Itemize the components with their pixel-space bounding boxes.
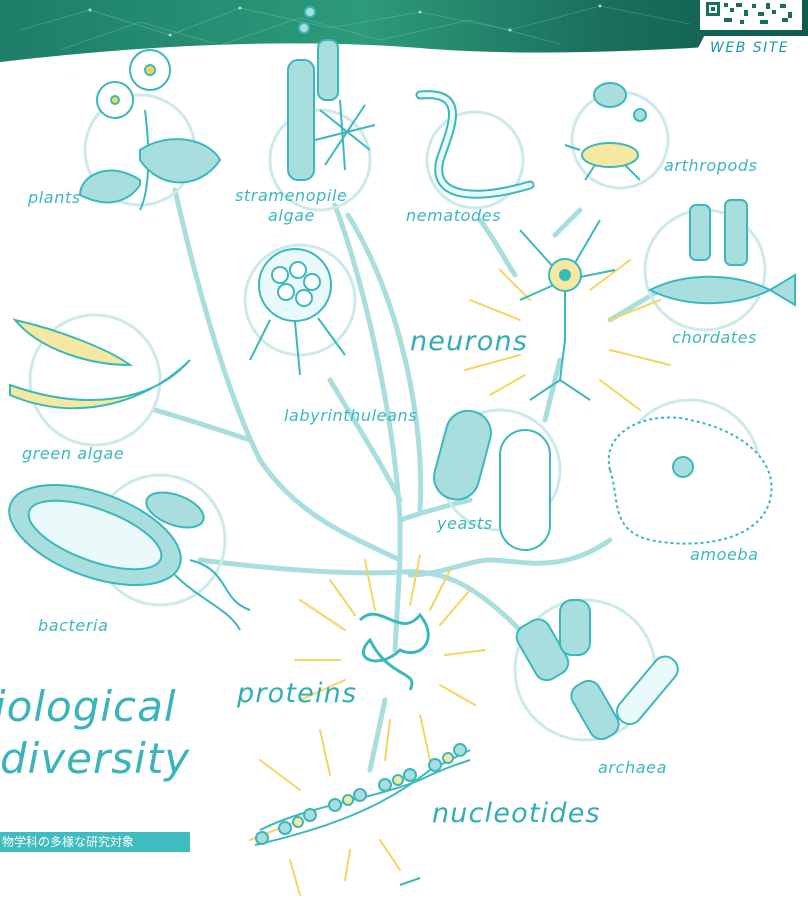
green-algae-illustration <box>10 320 190 408</box>
chordate-illustration <box>650 200 795 305</box>
label-proteins: proteins <box>237 678 357 709</box>
neuron-illustration <box>520 220 615 400</box>
label-nematodes: nematodes <box>406 206 501 225</box>
label-nucleotides: nucleotides <box>432 798 601 829</box>
nematode-illustration <box>420 95 530 195</box>
label-bacteria: bacteria <box>38 616 109 635</box>
tree-branch <box>155 410 250 440</box>
tree-branch <box>348 215 421 510</box>
label-neurons: neurons <box>410 326 528 357</box>
labyrinthulean-illustration <box>250 249 345 375</box>
label-arthropods: arthropods <box>664 156 758 175</box>
tree-branch <box>480 220 515 275</box>
label-plants: plants <box>28 188 81 207</box>
stramenopile-illustration <box>288 7 375 180</box>
title-line2: diversity <box>0 734 190 783</box>
subtitle-jp: 物学科の多様な研究対象 <box>0 832 190 852</box>
label-green-algae: green algae <box>22 444 124 463</box>
arthropod-illustration <box>565 83 646 180</box>
tree-branch <box>370 700 385 770</box>
label-yeasts: yeasts <box>437 514 493 533</box>
amoeba-illustration <box>609 417 772 543</box>
tree-branch <box>335 205 400 560</box>
label-stramenopile-line2: algae <box>268 206 315 225</box>
label-archaea: archaea <box>598 758 667 777</box>
plant-illustration <box>80 50 220 210</box>
tree-branch <box>555 210 580 235</box>
bacteria-illustration <box>0 465 250 630</box>
label-labyrinthuleans: labyrinthuleans <box>284 406 417 425</box>
label-stramenopile-line1: stramenopile <box>235 186 347 205</box>
tree-branch <box>545 360 560 420</box>
label-chordates: chordates <box>672 328 757 347</box>
tree-branch <box>610 290 660 320</box>
label-amoeba: amoeba <box>690 545 759 564</box>
title-line1: iological <box>0 682 177 731</box>
